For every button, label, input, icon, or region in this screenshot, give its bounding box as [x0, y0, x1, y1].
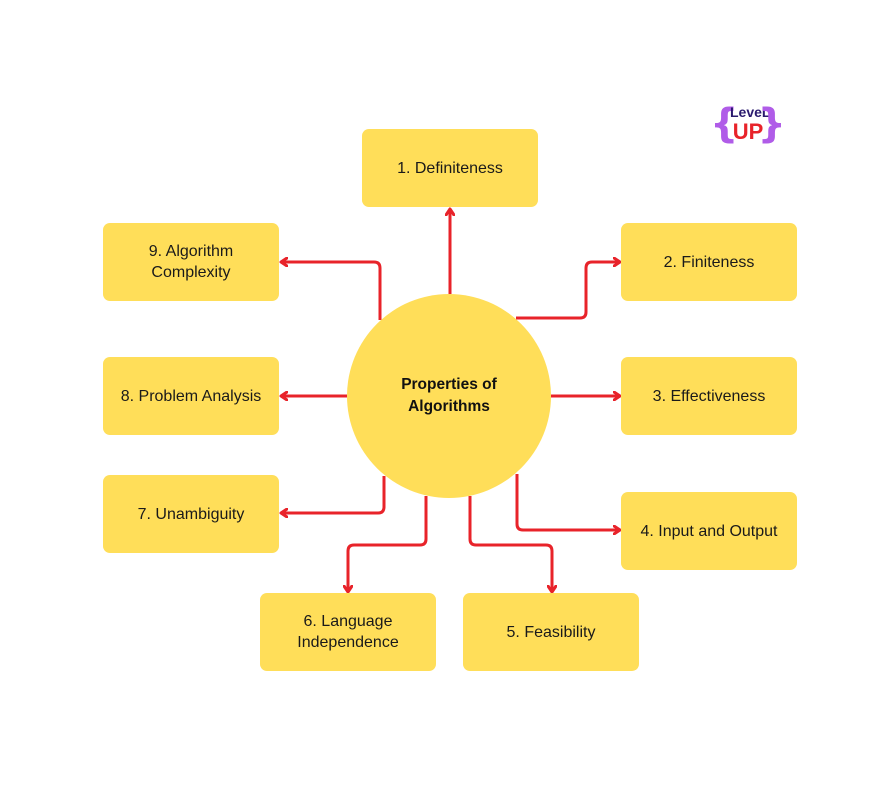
arrow-to-unambiguity: [282, 476, 386, 513]
property-box-feasibility: 5. Feasibility: [463, 593, 639, 671]
logo-top-word: LeveL: [730, 104, 771, 120]
logo-left-brace: {: [710, 101, 739, 147]
property-box-definiteness: 1. Definiteness: [362, 129, 538, 207]
arrow-to-finiteness: [516, 262, 619, 320]
property-box-algorithm-complexity: 9. Algorithm Complexity: [103, 223, 279, 301]
property-box-finiteness: 2. Finiteness: [621, 223, 797, 301]
level-up-logo: { LeveL UP }: [710, 100, 786, 152]
property-label: 8. Problem Analysis: [120, 387, 262, 405]
arrow-to-algorithm-complexity: [282, 262, 382, 320]
property-label: 7. Unambiguity: [137, 505, 245, 523]
center-label: Properties of Algorithms: [401, 376, 497, 415]
property-box-unambiguity: 7. Unambiguity: [103, 475, 279, 553]
logo-right-brace: }: [757, 101, 786, 147]
property-label: 9. Algorithm Complexity: [148, 243, 234, 281]
property-box-effectiveness: 3. Effectiveness: [621, 357, 797, 435]
property-label: 4. Input and Output: [640, 522, 778, 540]
arrow-to-language-independence: [348, 496, 428, 591]
property-label: 1. Definiteness: [397, 159, 503, 177]
property-label: 6. Language Independence: [297, 613, 399, 651]
arrow-to-feasibility: [468, 496, 552, 591]
property-label: 5. Feasibility: [506, 623, 596, 641]
property-label: 3. Effectiveness: [652, 387, 766, 405]
property-label: 2. Finiteness: [663, 253, 755, 271]
logo-bottom-word: UP: [732, 119, 764, 144]
property-box-problem-analysis: 8. Problem Analysis: [103, 357, 279, 435]
arrow-to-input-output: [515, 474, 619, 530]
property-box-input-output: 4. Input and Output: [621, 492, 797, 570]
property-box-language-independence: 6. Language Independence: [260, 593, 436, 671]
center-node: Properties of Algorithms: [347, 294, 551, 498]
